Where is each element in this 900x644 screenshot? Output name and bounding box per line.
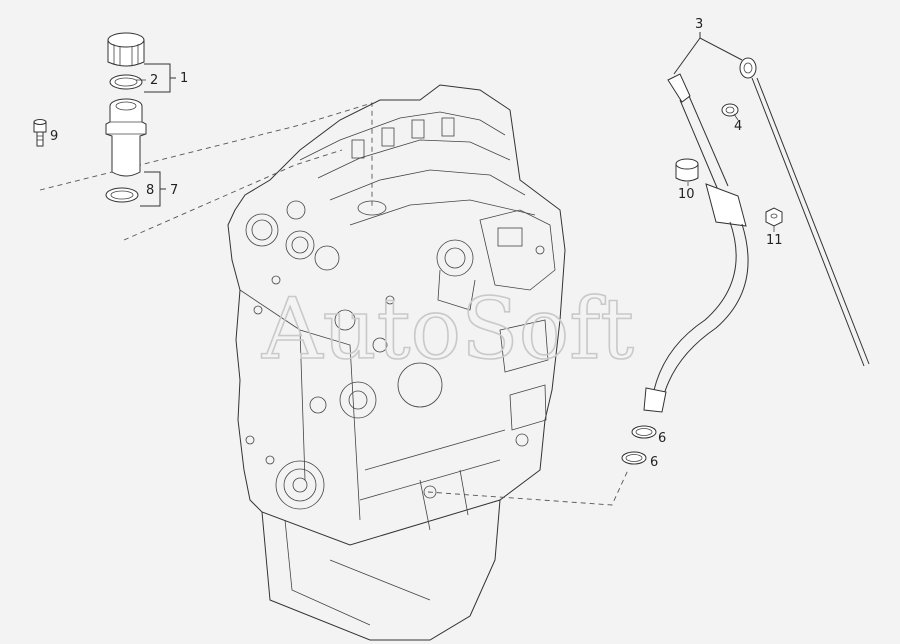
- callout-7: 7: [170, 183, 178, 198]
- dipstick-guide-tube: [643, 73, 749, 413]
- callout-9: 9: [50, 129, 58, 144]
- callout-6-upper: 6: [658, 431, 666, 446]
- bolt: [33, 119, 47, 147]
- tube-o-ring-lower: [621, 451, 647, 465]
- watermark-text: AutoSoft: [261, 280, 634, 378]
- callout-3: 3: [695, 17, 703, 32]
- engine-block-drawing: [227, 84, 566, 641]
- callout-labels: 2 1 8 7 9 3 4 10 11 6 6: [50, 17, 783, 470]
- dipstick-o-ring: [721, 103, 739, 117]
- assembly-leader-lines: [39, 102, 629, 506]
- pipe-o-ring: [105, 187, 139, 203]
- oil-dipstick: [739, 57, 870, 367]
- callout-1: 1: [180, 71, 188, 86]
- oil-filler-cap: [107, 32, 145, 67]
- rubber-sleeve: [675, 158, 699, 182]
- callout-brackets: [136, 63, 176, 207]
- nut: [765, 207, 783, 227]
- callout-11: 11: [766, 233, 783, 248]
- callout-6-lower: 6: [650, 455, 658, 470]
- callout-2: 2: [150, 73, 158, 88]
- callout-8: 8: [146, 183, 154, 198]
- oil-filler-pipe: [105, 98, 147, 177]
- tube-o-ring-upper: [631, 425, 657, 439]
- callout-4: 4: [734, 119, 742, 134]
- cap-sealing-ring: [109, 74, 143, 90]
- callout-10: 10: [678, 187, 695, 202]
- right-leader-lines: [673, 32, 775, 232]
